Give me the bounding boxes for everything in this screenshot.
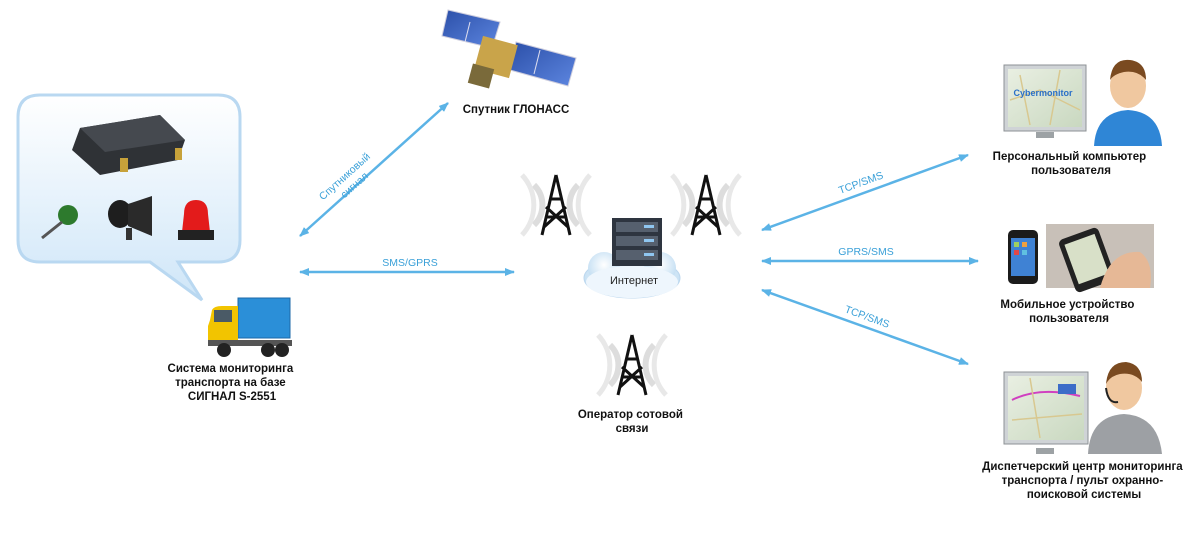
mobile-user-line: Мобильное устройство [1000,299,1134,311]
mobile-user-caption: Мобильное устройство пользователя [1000,299,1137,325]
operator-avatar-icon [1088,362,1162,454]
satellite-icon [441,9,577,89]
mobile-user-line: пользователя [1029,313,1109,325]
vehicle-system-line: СИГНАЛ S-2551 [188,391,277,403]
smartphone-icon [1008,230,1038,284]
cell-operator-caption: Оператор сотовой связи [578,409,686,435]
vehicle-system-line: транспорта на базе [175,377,286,389]
dispatch-monitor-icon [1003,371,1089,454]
internet-label: Интернет [610,275,658,287]
dispatch-center-line: Диспетчерский центр мониторинга [982,461,1183,473]
tracker-device-icon [72,115,185,175]
arrows [299,102,979,366]
gprs-sms-mobile-label: GPRS/SMS [838,246,893,258]
satellite-signal-label: Спутниковый сигнал [317,149,384,213]
cell-operator-line: Оператор сотовой [578,409,683,421]
vehicle-system-caption: Система мониторинга транспорта на базе С… [168,363,297,403]
cell-tower-icon [520,173,592,237]
warning-light-icon [178,200,214,240]
dispatch-center-caption: Диспетчерский центр мониторинга транспор… [982,461,1186,501]
pc-user-caption: Персональный компьютер пользователя [993,151,1150,177]
pc-link-arrow [761,153,969,232]
user-avatar-icon [1094,59,1162,146]
cell-tower-icon [670,173,742,237]
dispatch-center-line: поисковой системы [1027,489,1142,501]
cell-operator-line: связи [616,423,649,435]
cybermonitor-screen-text: Cybermonitor [1013,88,1073,98]
internet-cloud-icon [583,252,681,299]
dispatch-center-line: транспорта / пульт охранно- [1002,475,1164,487]
cell-tower-icon [596,333,668,397]
siren-speaker-icon [108,196,152,240]
sms-gprs-label: SMS/GPRS [382,257,437,269]
pc-user-line: пользователя [1031,165,1111,177]
hand-holding-phone-icon [1046,224,1154,293]
vehicle-system-line: Система мониторинга [168,363,294,375]
server-icon [612,218,662,266]
key-icon [41,205,78,240]
satellite-caption: Спутник ГЛОНАСС [463,104,570,116]
satellite-line: Спутник ГЛОНАСС [463,104,570,116]
pc-user-line: Персональный компьютер [993,151,1146,163]
pc-monitor-icon [1003,64,1087,138]
satellite-link-arrow [299,102,449,237]
dispatch-link-arrow [761,288,969,366]
truck-icon [208,297,292,357]
